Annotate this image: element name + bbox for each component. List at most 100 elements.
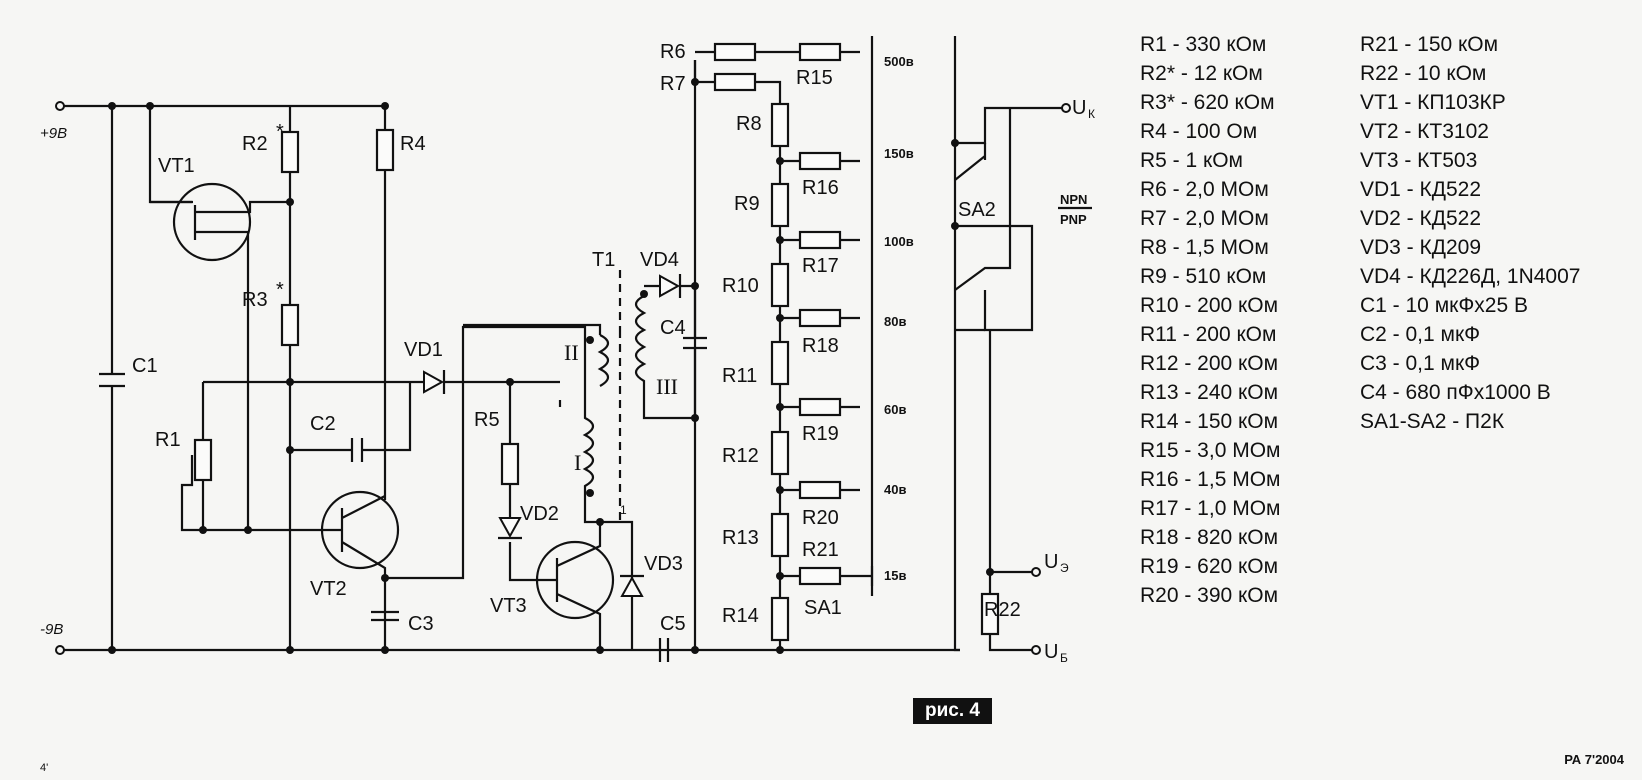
parts-list-item: VD2 - КД522 — [1360, 207, 1482, 230]
capacitor-c1 — [99, 106, 125, 650]
parts-list-item: R11 - 200 кОм — [1140, 323, 1277, 346]
parts-list-column-1: R1 - 330 кОм R2* - 12 кОм R3* - 620 кОм … — [1140, 30, 1280, 610]
capacitor-c2 — [290, 382, 412, 462]
range-switch-positions: 500в 150в 100в 80в 60в 40в 15в — [884, 54, 914, 583]
label-r4: R4 — [400, 133, 426, 155]
label-c1: C1 — [132, 355, 158, 377]
label-vd4: VD4 — [640, 249, 679, 271]
parts-list-item: R1 - 330 кОм — [1140, 33, 1267, 56]
label-plus-9v: +9B — [40, 125, 67, 142]
label-r21: R21 — [802, 539, 839, 561]
label-npn: NPN — [1060, 192, 1087, 207]
parts-list-item: C3 - 0,1 мкФ — [1360, 352, 1481, 375]
range-80v: 80в — [884, 314, 906, 329]
label-uk-sub: К — [1088, 107, 1095, 121]
label-c4: C4 — [660, 317, 686, 339]
resistor-r22 — [980, 567, 1041, 655]
parts-list-item: C4 - 680 пФх1000 В — [1360, 381, 1551, 404]
parts-list-item: R4 - 100 Ом — [1140, 120, 1258, 143]
label-c2: C2 — [310, 413, 336, 435]
figure-caption: рис. 4 — [913, 698, 992, 724]
capacitor-c5 — [658, 638, 670, 662]
transistor-vt2 — [320, 325, 587, 650]
parts-list-item: R20 - 390 кОм — [1140, 584, 1279, 607]
parts-list-item: VD1 - КД522 — [1360, 178, 1482, 201]
label-winding-ii: II — [564, 340, 579, 365]
label-r12: R12 — [722, 445, 759, 467]
label-r6: R6 — [660, 41, 686, 63]
capacitor-c3 — [371, 610, 399, 622]
label-minus-9v: -9B — [40, 621, 63, 638]
label-r5: R5 — [474, 409, 500, 431]
label-c5: C5 — [660, 613, 686, 635]
transistor-vt3 — [535, 520, 634, 650]
label-pin-1: 1 — [620, 503, 627, 517]
label-vt3: VT3 — [490, 595, 527, 617]
label-pnp: PNP — [1060, 212, 1087, 227]
parts-list-item: C2 - 0,1 мкФ — [1360, 323, 1481, 346]
parts-list-item: R9 - 510 кОм — [1140, 265, 1267, 288]
transformer-t1 — [463, 270, 695, 524]
parts-list-item: R22 - 10 кОм — [1360, 62, 1487, 85]
label-sa1: SA1 — [804, 597, 842, 619]
range-100v: 100в — [884, 234, 914, 249]
label-ub-sub: Б — [1060, 651, 1068, 665]
parts-list-item: R21 - 150 кОм — [1360, 33, 1499, 56]
parts-list-item: VD4 - КД226Д, 1N4007 — [1360, 265, 1581, 288]
label-vt1: VT1 — [158, 155, 195, 177]
label-r3-star: * — [276, 279, 284, 301]
parts-list-item: R14 - 150 кОм — [1140, 410, 1279, 433]
parts-list-item: VT2 - КТ3102 — [1360, 120, 1489, 143]
parts-list-item: R12 - 200 кОм — [1140, 352, 1279, 375]
range-40v: 40в — [884, 482, 906, 497]
junction-dots — [108, 102, 604, 654]
parts-list-item: R16 - 1,5 МОм — [1140, 468, 1281, 491]
label-vd2: VD2 — [520, 503, 559, 525]
label-r9: R9 — [734, 193, 760, 215]
parts-list-item: R3* - 620 кОм — [1140, 91, 1275, 114]
label-sa2: SA2 — [958, 199, 996, 221]
parts-list-item: R8 - 1,5 МОм — [1140, 236, 1269, 259]
label-r8: R8 — [736, 113, 762, 135]
label-r11: R11 — [722, 365, 757, 387]
parts-list-column-2: R21 - 150 кОм R22 - 10 кОм VT1 - КП103КР… — [1360, 30, 1580, 436]
label-r15: R15 — [796, 67, 833, 89]
label-uk: U — [1072, 97, 1086, 119]
label-r17: R17 — [802, 255, 839, 277]
label-c3: C3 — [408, 613, 434, 635]
parts-list-item: R17 - 1,0 МОм — [1140, 497, 1281, 520]
parts-list-item: SA1-SA2 - П2К — [1360, 410, 1505, 433]
parts-list-item: VT1 - КП103КР — [1360, 91, 1506, 114]
resistor-r4 — [375, 106, 395, 500]
label-r16: R16 — [802, 177, 839, 199]
label-winding-i: I — [574, 450, 581, 475]
label-vd3: VD3 — [644, 553, 683, 575]
parts-list-item: R6 - 2,0 МОм — [1140, 178, 1269, 201]
label-vd1: VD1 — [404, 339, 443, 361]
label-r1: R1 — [155, 429, 181, 451]
page-mark: 4' — [40, 762, 49, 774]
parts-list-item: R15 - 3,0 МОм — [1140, 439, 1281, 462]
label-r10: R10 — [722, 275, 759, 297]
range-150v: 150в — [884, 146, 914, 161]
label-r2: R2 — [242, 133, 268, 155]
resistor-chain-r2-r3 — [280, 106, 300, 650]
label-r22: R22 — [984, 599, 1021, 621]
switch-sa1-rail — [870, 36, 960, 652]
label-winding-iii: III — [656, 374, 678, 399]
label-r3: R3 — [242, 289, 268, 311]
switch-sa2 — [951, 103, 1071, 572]
label-t1: T1 — [592, 249, 615, 271]
schematic-labels: +9B -9B VT1 R2 * R4 R3 * C1 VD1 R1 C2 R5… — [40, 41, 1095, 665]
label-r18: R18 — [802, 335, 839, 357]
power-rails — [55, 101, 960, 655]
label-r2-star: * — [276, 121, 284, 143]
parts-list-item: R7 - 2,0 МОм — [1140, 207, 1269, 230]
label-r14: R14 — [722, 605, 759, 627]
parts-list-item: VT3 - КТ503 — [1360, 149, 1478, 172]
label-r7: R7 — [660, 73, 686, 95]
label-ue-sub: Э — [1060, 561, 1069, 575]
parts-list-item: R10 - 200 кОм — [1140, 294, 1279, 317]
label-ue: U — [1044, 551, 1058, 573]
diode-vd4-capacitor-c4 — [644, 60, 707, 650]
